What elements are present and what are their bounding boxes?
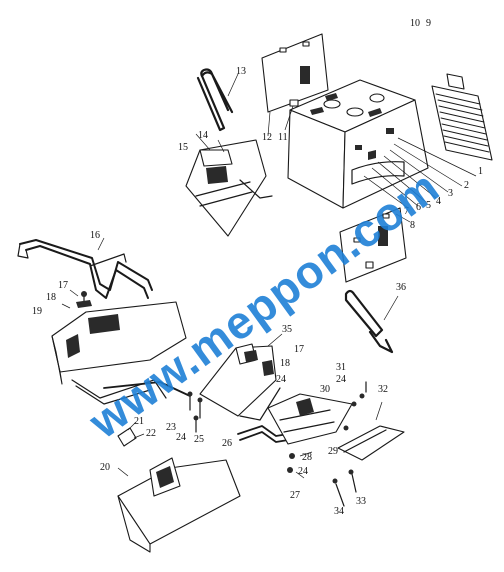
callout-4: 4 bbox=[436, 196, 441, 207]
callout-30: 30 bbox=[320, 384, 330, 395]
callout-24a: 24 bbox=[176, 432, 186, 443]
callout-5: 5 bbox=[426, 200, 431, 211]
callout-29: 29 bbox=[328, 446, 338, 457]
callout-14: 14 bbox=[198, 130, 208, 141]
callout-32: 32 bbox=[378, 384, 388, 395]
spring-handle-part bbox=[344, 289, 399, 354]
callout-13: 13 bbox=[236, 66, 246, 77]
callout-24c: 24 bbox=[336, 374, 346, 385]
right-side-panel-part bbox=[339, 207, 411, 283]
callout-21: 21 bbox=[134, 416, 144, 427]
left-frame-box-part bbox=[51, 289, 191, 405]
callout-25: 25 bbox=[194, 434, 204, 445]
side-panel-top-part bbox=[261, 33, 329, 137]
callout-26: 26 bbox=[222, 438, 232, 449]
callout-27: 27 bbox=[290, 490, 300, 501]
dash-cover-part bbox=[185, 133, 273, 237]
grille-panel-part bbox=[431, 73, 493, 161]
callout-6: 6 bbox=[416, 202, 421, 213]
tube-frame-part bbox=[17, 237, 153, 299]
seat-mount-box-part bbox=[199, 333, 283, 421]
callout-8: 8 bbox=[410, 220, 415, 231]
callout-33: 33 bbox=[356, 496, 366, 507]
callout-16: 16 bbox=[90, 230, 100, 241]
callout-18: 18 bbox=[46, 292, 56, 303]
callout-19: 19 bbox=[32, 306, 42, 317]
callout-labels-repeated: 17 18 24 24 24 bbox=[276, 344, 346, 477]
callout-17: 17 bbox=[58, 280, 68, 291]
callout-15: 15 bbox=[178, 142, 188, 153]
callout-34: 34 bbox=[334, 506, 344, 517]
callout-35: 35 bbox=[282, 324, 292, 335]
callout-11: 11 bbox=[278, 132, 288, 143]
handle-rod-part bbox=[196, 68, 239, 132]
hood-housing-part bbox=[287, 79, 429, 209]
long-bolts-part bbox=[332, 469, 357, 507]
callout-10: 10 bbox=[410, 18, 420, 29]
callout-24d: 24 bbox=[298, 466, 308, 477]
callout-22: 22 bbox=[146, 428, 156, 439]
callout-20: 20 bbox=[100, 462, 110, 473]
callout-17b: 17 bbox=[294, 344, 304, 355]
callout-18b: 18 bbox=[280, 358, 290, 369]
callout-23: 23 bbox=[166, 422, 176, 433]
pedal-plate-part bbox=[337, 401, 405, 461]
callout-7: 7 bbox=[404, 206, 409, 217]
callout-28: 28 bbox=[302, 452, 312, 463]
callout-1: 1 bbox=[478, 166, 483, 177]
pedal-frame-part bbox=[267, 381, 367, 479]
callout-24b: 24 bbox=[276, 374, 286, 385]
callout-3: 3 bbox=[448, 188, 453, 199]
bolt-group-center-part bbox=[187, 391, 203, 433]
callout-12: 12 bbox=[262, 132, 272, 143]
callout-9: 9 bbox=[426, 18, 431, 29]
callout-2: 2 bbox=[464, 180, 469, 191]
callout-36: 36 bbox=[396, 282, 406, 293]
leader-lines-1-7 bbox=[363, 137, 477, 209]
floor-plate-part bbox=[117, 457, 241, 553]
small-bracket-part bbox=[117, 421, 145, 447]
callout-31: 31 bbox=[336, 362, 346, 373]
callout-labels: 1 2 3 4 5 6 7 8 9 10 11 12 13 14 15 16 1… bbox=[32, 18, 483, 517]
